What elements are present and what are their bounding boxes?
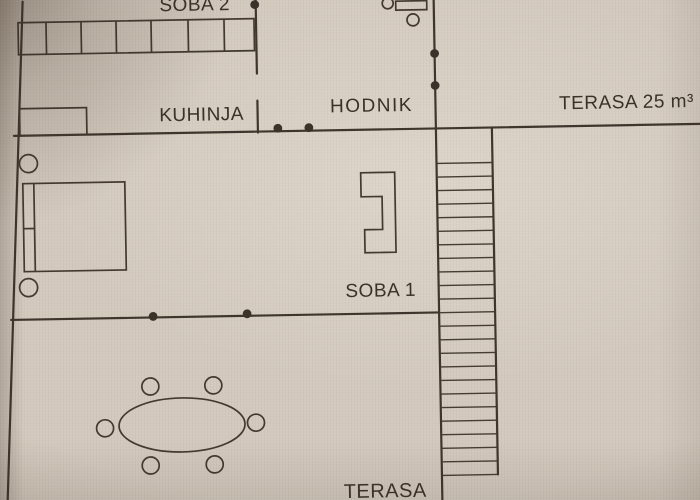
wardrobe-icon (17, 17, 256, 56)
stairs-right-rail (490, 126, 500, 476)
wall-soba2-right-upper (254, 0, 259, 75)
door-marker-dot (304, 123, 314, 133)
round-fixture-icon (18, 153, 39, 174)
chair-icon (203, 376, 223, 395)
bathroom-sink-icon (381, 0, 395, 10)
label-terasa-upper: TERASA 25 m³ (559, 91, 694, 114)
wall-corridor-stairs-left-rail (432, 0, 444, 500)
stair-tread (439, 270, 494, 273)
stair-tread (442, 433, 497, 436)
wall-soba1-bottom (10, 311, 441, 322)
door-marker-dot (430, 81, 440, 90)
door-marker-dot (273, 123, 283, 133)
chair-icon (205, 455, 225, 474)
door-marker-dot (430, 49, 439, 58)
stair-tread (442, 460, 498, 463)
stair-tread (439, 283, 495, 287)
stair-tread (439, 297, 495, 300)
stair-tread (438, 243, 494, 246)
stair-tread (441, 365, 496, 368)
wall-soba2-right-lower (256, 99, 260, 134)
wardrobe-divider (115, 21, 118, 54)
bed-icon (21, 181, 128, 273)
kitchen-counter-icon (18, 106, 88, 137)
door-marker-dot (148, 312, 158, 321)
stair-tread (438, 202, 493, 205)
dining-table-icon (118, 397, 246, 453)
stair-tread (441, 392, 497, 395)
label-soba1: SOBA 1 (345, 280, 416, 302)
chair-icon (141, 377, 160, 396)
stair-tread (441, 419, 497, 422)
stair-tread (438, 229, 494, 232)
chair-icon (95, 418, 115, 438)
stair-tread (440, 351, 496, 355)
label-kuhinja: KUHINJA (159, 104, 244, 126)
stair-tread (441, 405, 497, 409)
label-hodnik: HODNIK (330, 95, 413, 117)
wardrobe-divider (187, 19, 190, 52)
stair-tread (440, 338, 496, 341)
wardrobe-divider (80, 21, 83, 54)
wall-left-exterior (6, 0, 24, 500)
round-fixture-icon (18, 277, 39, 298)
wardrobe-divider (150, 20, 153, 53)
stair-tread (442, 446, 497, 449)
door-marker-dot (242, 309, 252, 319)
door-marker-dot (250, 0, 260, 10)
label-soba2: SOBA 2 (159, 0, 230, 16)
wall-horizontal-main (12, 122, 700, 137)
stair-tread (438, 216, 493, 219)
stair-tread (437, 175, 493, 178)
stair-tread (442, 473, 498, 477)
stair-tread (440, 311, 495, 314)
stair-tread (437, 188, 493, 192)
stair-tread (440, 324, 495, 327)
bed-headboard-line (32, 183, 37, 272)
bathroom-sink-icon (406, 13, 420, 27)
bathroom-fixture-icon (394, 0, 428, 12)
chair-icon (246, 413, 266, 433)
wardrobe-divider (223, 19, 226, 52)
wardrobe-divider (45, 22, 48, 55)
stair-tread (441, 378, 496, 382)
label-terasa-lower: TERASA (344, 480, 428, 500)
stair-tread (437, 161, 493, 165)
chair-icon (141, 456, 161, 475)
stove-icon (359, 171, 397, 254)
stair-tread (439, 256, 494, 260)
